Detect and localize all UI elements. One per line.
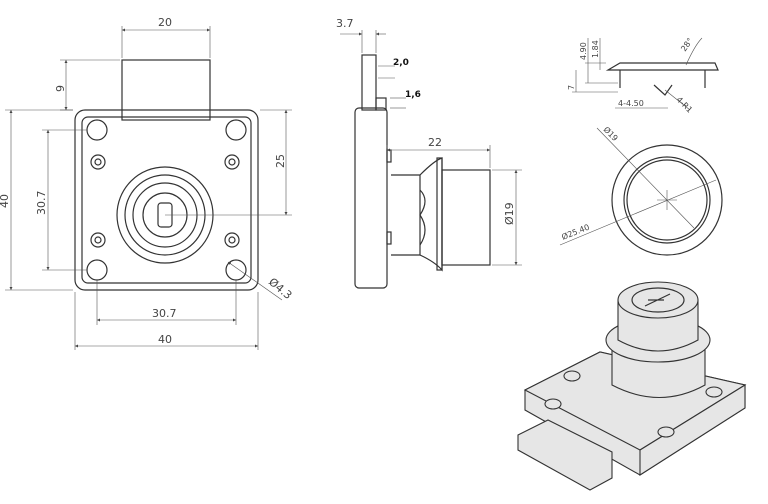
dim-cap-h1: 4.90 [579,42,588,60]
cap-top-view: Ø19 Ø25.40 [559,124,723,256]
dim-bolt-thickness: 3.7 [336,17,354,30]
dim-cap-total: 7 [567,85,576,90]
dim-width: 40 [158,333,172,346]
dim-height: 40 [0,194,11,208]
front-view: 20 9 40 30.7 25 30.7 40 Ø4.3 [0,16,294,350]
dim-cap-angle: 28° [679,36,695,53]
dim-cap-radius: 4-R1 [675,95,695,115]
dim-bolt-width: 20 [158,16,172,29]
dim-cap-h2: 1.84 [591,40,600,58]
isometric-view [517,281,747,491]
dim-hole-dia: Ø4.3 [266,275,294,302]
side-view: 3.7 2,0 1,6 22 Ø19 [336,17,522,289]
cap-side-view: 4.90 1.84 7 28° 4-4.50 4-R1 [567,36,719,115]
dim-cylinder-length: 22 [428,136,442,149]
dim-cap-pins: 4-4.50 [618,99,644,108]
dim-center-height: 25 [274,154,287,168]
dim-cylinder-dia: Ø19 [503,202,516,225]
dim-cap-inner-dia: Ø19 [602,124,621,143]
dim-hole-spacing-h: 30.7 [152,307,177,320]
dim-step-a: 2,0 [393,58,409,68]
dim-step-b: 1,6 [405,90,421,100]
dim-hole-spacing-v: 30.7 [35,191,48,216]
dim-bolt-height: 9 [54,85,67,92]
